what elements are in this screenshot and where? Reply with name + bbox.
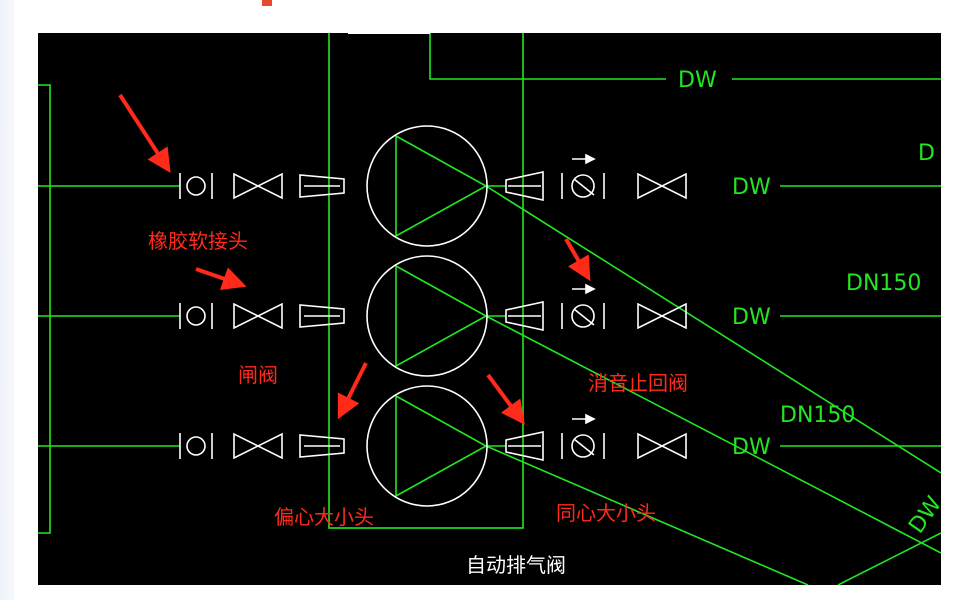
pipe-label-row1-dw: DW: [732, 175, 771, 200]
window-left-gutter: [0, 0, 14, 600]
annotation-rubber-joint: 橡胶软接头: [148, 229, 248, 253]
concentric-reducer-symbols: [505, 171, 544, 461]
pipe-label-top-dw: DW: [678, 68, 717, 93]
pipe-label-row2-dw: DW: [732, 305, 771, 330]
pump-circles: [366, 125, 488, 507]
pipe-label-dn150-lower: DN150: [780, 403, 856, 428]
pipe-label-dn150-upper: DN150: [846, 271, 922, 296]
pipe-network: [38, 33, 941, 585]
annotation-gate-valve: 闸阀: [238, 363, 278, 387]
annotation-eccentric-reducer: 偏心大小头: [274, 505, 374, 529]
gate-valve-symbols: [233, 172, 687, 460]
pump-piping-diagram: [38, 33, 941, 585]
pipe-label-row3-dw: DW: [732, 435, 771, 460]
caption-auto-air-vent: 自动排气阀: [466, 553, 566, 577]
window-top-tab-marker: [262, 0, 272, 6]
annotation-arrows: [118, 93, 591, 425]
cad-drawing-canvas[interactable]: DW DW DW DW DN150 DN150 D DW 橡胶软接头 闸阀 消音…: [38, 33, 941, 585]
pipe-label-edge-cut: D: [918, 141, 935, 166]
check-valve-symbols: [561, 153, 605, 459]
eccentric-reducer-symbols: [299, 174, 345, 458]
annotation-check-valve: 消音止回阀: [588, 371, 688, 395]
rubber-joint-symbols: [179, 173, 213, 459]
annotation-concentric-reducer: 同心大小头: [556, 501, 656, 525]
